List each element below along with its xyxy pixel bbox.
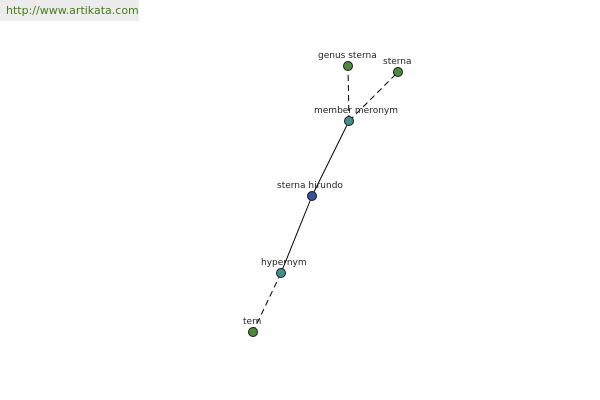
edge-sterna-hirundo-to-member-meronym	[311, 120, 350, 197]
node-tern[interactable]	[248, 327, 258, 337]
node-label-hypernym: hypernym	[261, 258, 307, 268]
site-url-link[interactable]: http://www.artikata.com	[6, 4, 139, 17]
edge-sterna-hirundo-to-hypernym	[280, 195, 313, 274]
node-hypernym[interactable]	[276, 268, 286, 278]
node-label-sterna-hirundo: sterna hirundo	[277, 181, 343, 191]
edges-layer	[252, 65, 399, 333]
node-sterna-hirundo[interactable]	[307, 191, 317, 201]
node-sterna[interactable]	[393, 67, 403, 77]
labels-layer: genus sterna sterna member meronym sterna h…	[243, 51, 412, 327]
node-label-tern: tern	[243, 317, 261, 327]
edge-member-meronym-to-sterna	[348, 71, 399, 122]
url-banner: http://www.artikata.com	[0, 0, 139, 21]
node-label-member-meronym: member meronym	[314, 106, 398, 116]
node-label-sterna: sterna	[383, 57, 412, 67]
edge-hypernym-to-tern	[252, 272, 282, 333]
node-label-genus-sterna: genus sterna	[318, 51, 377, 61]
edge-member-meronym-to-genus-sterna	[347, 65, 350, 122]
node-genus-sterna[interactable]	[343, 61, 353, 71]
node-member-meronym[interactable]	[344, 116, 354, 126]
nodes-layer	[248, 61, 403, 337]
